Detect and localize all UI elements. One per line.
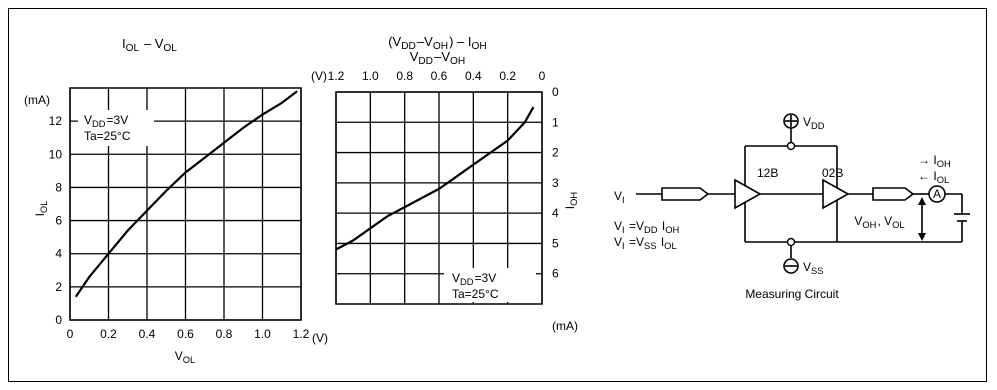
chart1-y-tick-label: 4 — [55, 247, 62, 261]
chart1-y-tick-label: 8 — [55, 180, 62, 194]
vout-arrow-head-up — [918, 197, 926, 205]
chart1-annotation-vdd: VDD =3V — [84, 113, 128, 129]
vss-node — [786, 237, 796, 247]
chart2-x-tick-label: 0.6 — [431, 69, 448, 83]
chart1-y-tick-label: 0 — [55, 313, 62, 327]
input-label: VI — [614, 189, 626, 205]
chart1-series-line — [74, 90, 298, 298]
chart1-x-tick-label: 0 — [67, 327, 74, 341]
chart2-x-unit: (V) — [311, 69, 327, 83]
chart2-y-axis-label: IOH — [563, 191, 579, 209]
chart1-y-tick-label: 2 — [55, 280, 62, 294]
output-pad — [872, 187, 915, 201]
chart1-x-tick-label: 1.2 — [293, 327, 310, 341]
chart2-annotation-vdd: VDD =3V — [452, 271, 496, 287]
ammeter-label: A — [933, 187, 941, 201]
chart1-annotation-bg — [78, 110, 154, 146]
chart2-x-tick-label: 1.0 — [362, 69, 379, 83]
chart2-y-tick-label: 4 — [552, 206, 559, 220]
chart2-annotation-ta: Ta=25°C — [452, 287, 499, 301]
chart1-y-axis-label: IOL — [33, 200, 49, 217]
vdd-label: VDD — [803, 115, 826, 131]
gate-12b — [734, 178, 762, 210]
condition-vol: VI =VSS IOL — [614, 235, 678, 251]
condition-voh: VI =VDD IOH — [614, 219, 680, 235]
circuit-caption: Measuring Circuit — [745, 287, 839, 301]
chart1-y-tick-label: 12 — [49, 114, 63, 128]
chart1-annotation-ta: Ta=25°C — [84, 129, 131, 143]
chart1-x-tick-label: 0.6 — [177, 327, 194, 341]
chart2-y-tick-label: 5 — [552, 236, 559, 250]
chart1-x-tick-label: 0.8 — [216, 327, 233, 341]
chart1-x-axis-label: VOL — [175, 349, 197, 365]
chart1-x-unit: (V) — [312, 331, 328, 345]
gate-02b-label: 02B — [822, 166, 843, 180]
chart1-x-tick-label: 1.0 — [254, 327, 271, 341]
iol-arrow-label: ← IOL — [918, 169, 950, 185]
ioh-arrow-label: → IOH — [918, 153, 952, 169]
chart1-y-tick-label: 10 — [49, 147, 63, 161]
chart2-y-tick-label: 6 — [552, 267, 559, 281]
chart2-title-line2: VDD –VOH — [410, 49, 467, 67]
chart2-y-tick-label: 2 — [552, 146, 559, 160]
chart2-annotation-bg — [444, 268, 536, 302]
vss-label: VSS — [803, 260, 825, 276]
figure-frame — [8, 8, 987, 382]
chart2-series-line — [335, 106, 535, 251]
chart2-y-unit: (mA) — [552, 319, 578, 333]
vdd-node — [786, 141, 796, 151]
chart2-x-tick-label: 0 — [539, 69, 546, 83]
vout-arrow-head-down — [918, 233, 926, 241]
chart1-x-tick-label: 0.4 — [139, 327, 156, 341]
input-buffer-pad — [661, 187, 710, 201]
chart2-y-tick-label: 0 — [552, 85, 559, 99]
chart2-plot-border — [335, 91, 543, 305]
vout-label: VOH , VOL — [854, 214, 905, 230]
chart2-x-tick-label: 0.4 — [465, 69, 482, 83]
chart1-x-tick-label: 0.2 — [100, 327, 117, 341]
chart1-y-tick-label: 6 — [55, 214, 62, 228]
gate-02b — [822, 178, 850, 210]
chart2-y-tick-label: 1 — [552, 115, 559, 129]
chart2-x-tick-label: 0.8 — [396, 69, 413, 83]
chart2-x-tick-label: 0.2 — [499, 69, 516, 83]
chart2-x-tick-label: 1.2 — [328, 69, 345, 83]
chart2-y-tick-label: 3 — [552, 176, 559, 190]
chart1-title: IOL – VOL — [122, 36, 178, 54]
chart1-y-unit: (mA) — [24, 93, 50, 107]
chart2-title-line1: (VDD –VOH ) – IOH — [388, 34, 488, 52]
gate-12b-label: 12B — [757, 166, 778, 180]
chart1-plot-border — [69, 87, 302, 321]
